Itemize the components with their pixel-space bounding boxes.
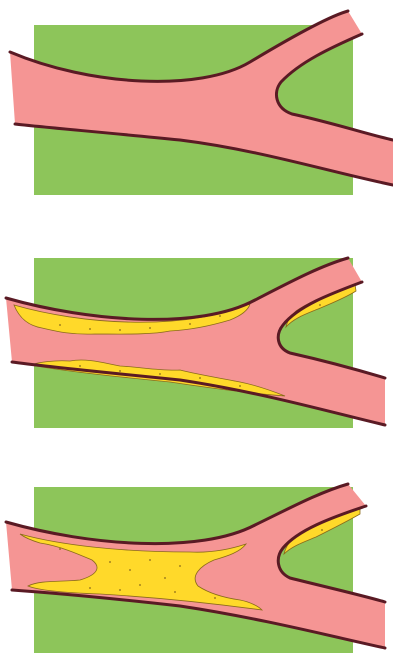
panel-severe xyxy=(6,484,385,653)
panel-partial xyxy=(6,258,385,428)
panel-normal xyxy=(10,11,393,195)
